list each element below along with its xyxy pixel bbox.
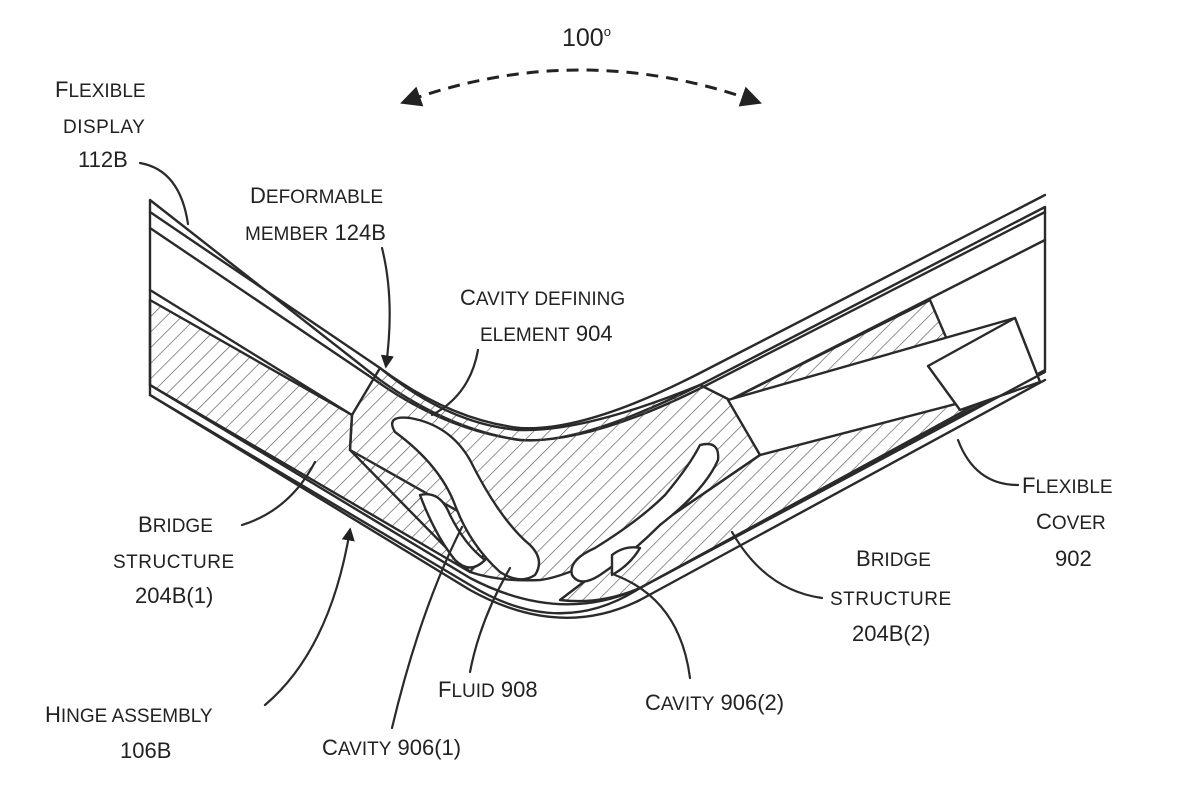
bend-angle-arrow [400,68,762,107]
label-bridge-structure-right: BRIDGE STRUCTURE 204B(2) [730,530,952,646]
lead-deformable-member [380,246,394,369]
hinge-outer-skin [148,378,1047,619]
lead-cavity-2 [613,573,692,680]
lead-cavity-defining-element [430,348,480,417]
svg-text:204B(1): 204B(1) [135,583,213,608]
svg-text:FLUID 908: FLUID 908 [438,677,538,702]
label-cavity-2: CAVITY 906(2) [613,573,784,715]
svg-text:MEMBER 124B: MEMBER 124B [245,220,386,245]
hinge-outer-skin-inner [148,370,1047,606]
lead-flexible-cover [956,438,1020,487]
display-underlayer-line [148,288,354,417]
svg-text:FLEXIBLE: FLEXIBLE [1022,473,1113,498]
svg-text:STRUCTURE: STRUCTURE [113,552,235,573]
cavity-right [570,442,720,583]
svg-text:CAVITY DEFINING: CAVITY DEFINING [460,285,625,310]
svg-text:106B: 106B [120,738,171,763]
lead-bridge-structure-right [730,530,824,600]
svg-text:HINGE ASSEMBLY: HINGE ASSEMBLY [45,702,213,727]
label-flexible-cover: FLEXIBLE COVER 902 [956,438,1113,571]
cavity-left-upper [390,416,541,581]
label-bridge-structure-left: BRIDGE STRUCTURE 204B(1) [113,460,317,608]
svg-text:BRIDGE: BRIDGE [138,512,213,537]
svg-text:DISPLAY: DISPLAY [63,117,145,138]
bend-angle-label: 100o [562,24,611,52]
svg-text:BRIDGE: BRIDGE [856,546,931,571]
svg-text:ELEMENT 904: ELEMENT 904 [480,321,613,346]
label-cavity-defining-element: CAVITY DEFINING ELEMENT 904 [430,285,625,417]
svg-text:CAVITY 906(1): CAVITY 906(1) [322,735,461,760]
lead-bridge-structure-left [240,460,317,527]
cavity-right-lower [610,546,642,577]
lead-hinge-assembly [263,527,355,707]
flexible-display-layer [148,193,1047,430]
label-cavity-1: CAVITY 906(1) [322,525,464,760]
cavity-left-lower [418,493,487,569]
svg-text:COVER: COVER [1036,509,1106,534]
lead-fluid [468,566,512,674]
lead-cavity-1 [390,525,464,730]
svg-text:902: 902 [1055,546,1092,571]
label-flexible-display: FLEXIBLE DISPLAY 112B [55,77,190,226]
label-fluid: FLUID 908 [438,566,538,702]
svg-text:112B: 112B [78,147,128,172]
label-hinge-assembly: HINGE ASSEMBLY 106B [45,527,355,763]
svg-text:FLEXIBLE: FLEXIBLE [55,77,146,102]
svg-text:STRUCTURE: STRUCTURE [830,589,952,610]
label-deformable-member: DEFORMABLE MEMBER 124B [245,183,394,369]
svg-text:CAVITY 906(2): CAVITY 906(2) [645,690,784,715]
lead-flexible-display [138,161,190,226]
svg-text:DEFORMABLE: DEFORMABLE [250,183,383,208]
svg-text:204B(2): 204B(2) [852,621,930,646]
